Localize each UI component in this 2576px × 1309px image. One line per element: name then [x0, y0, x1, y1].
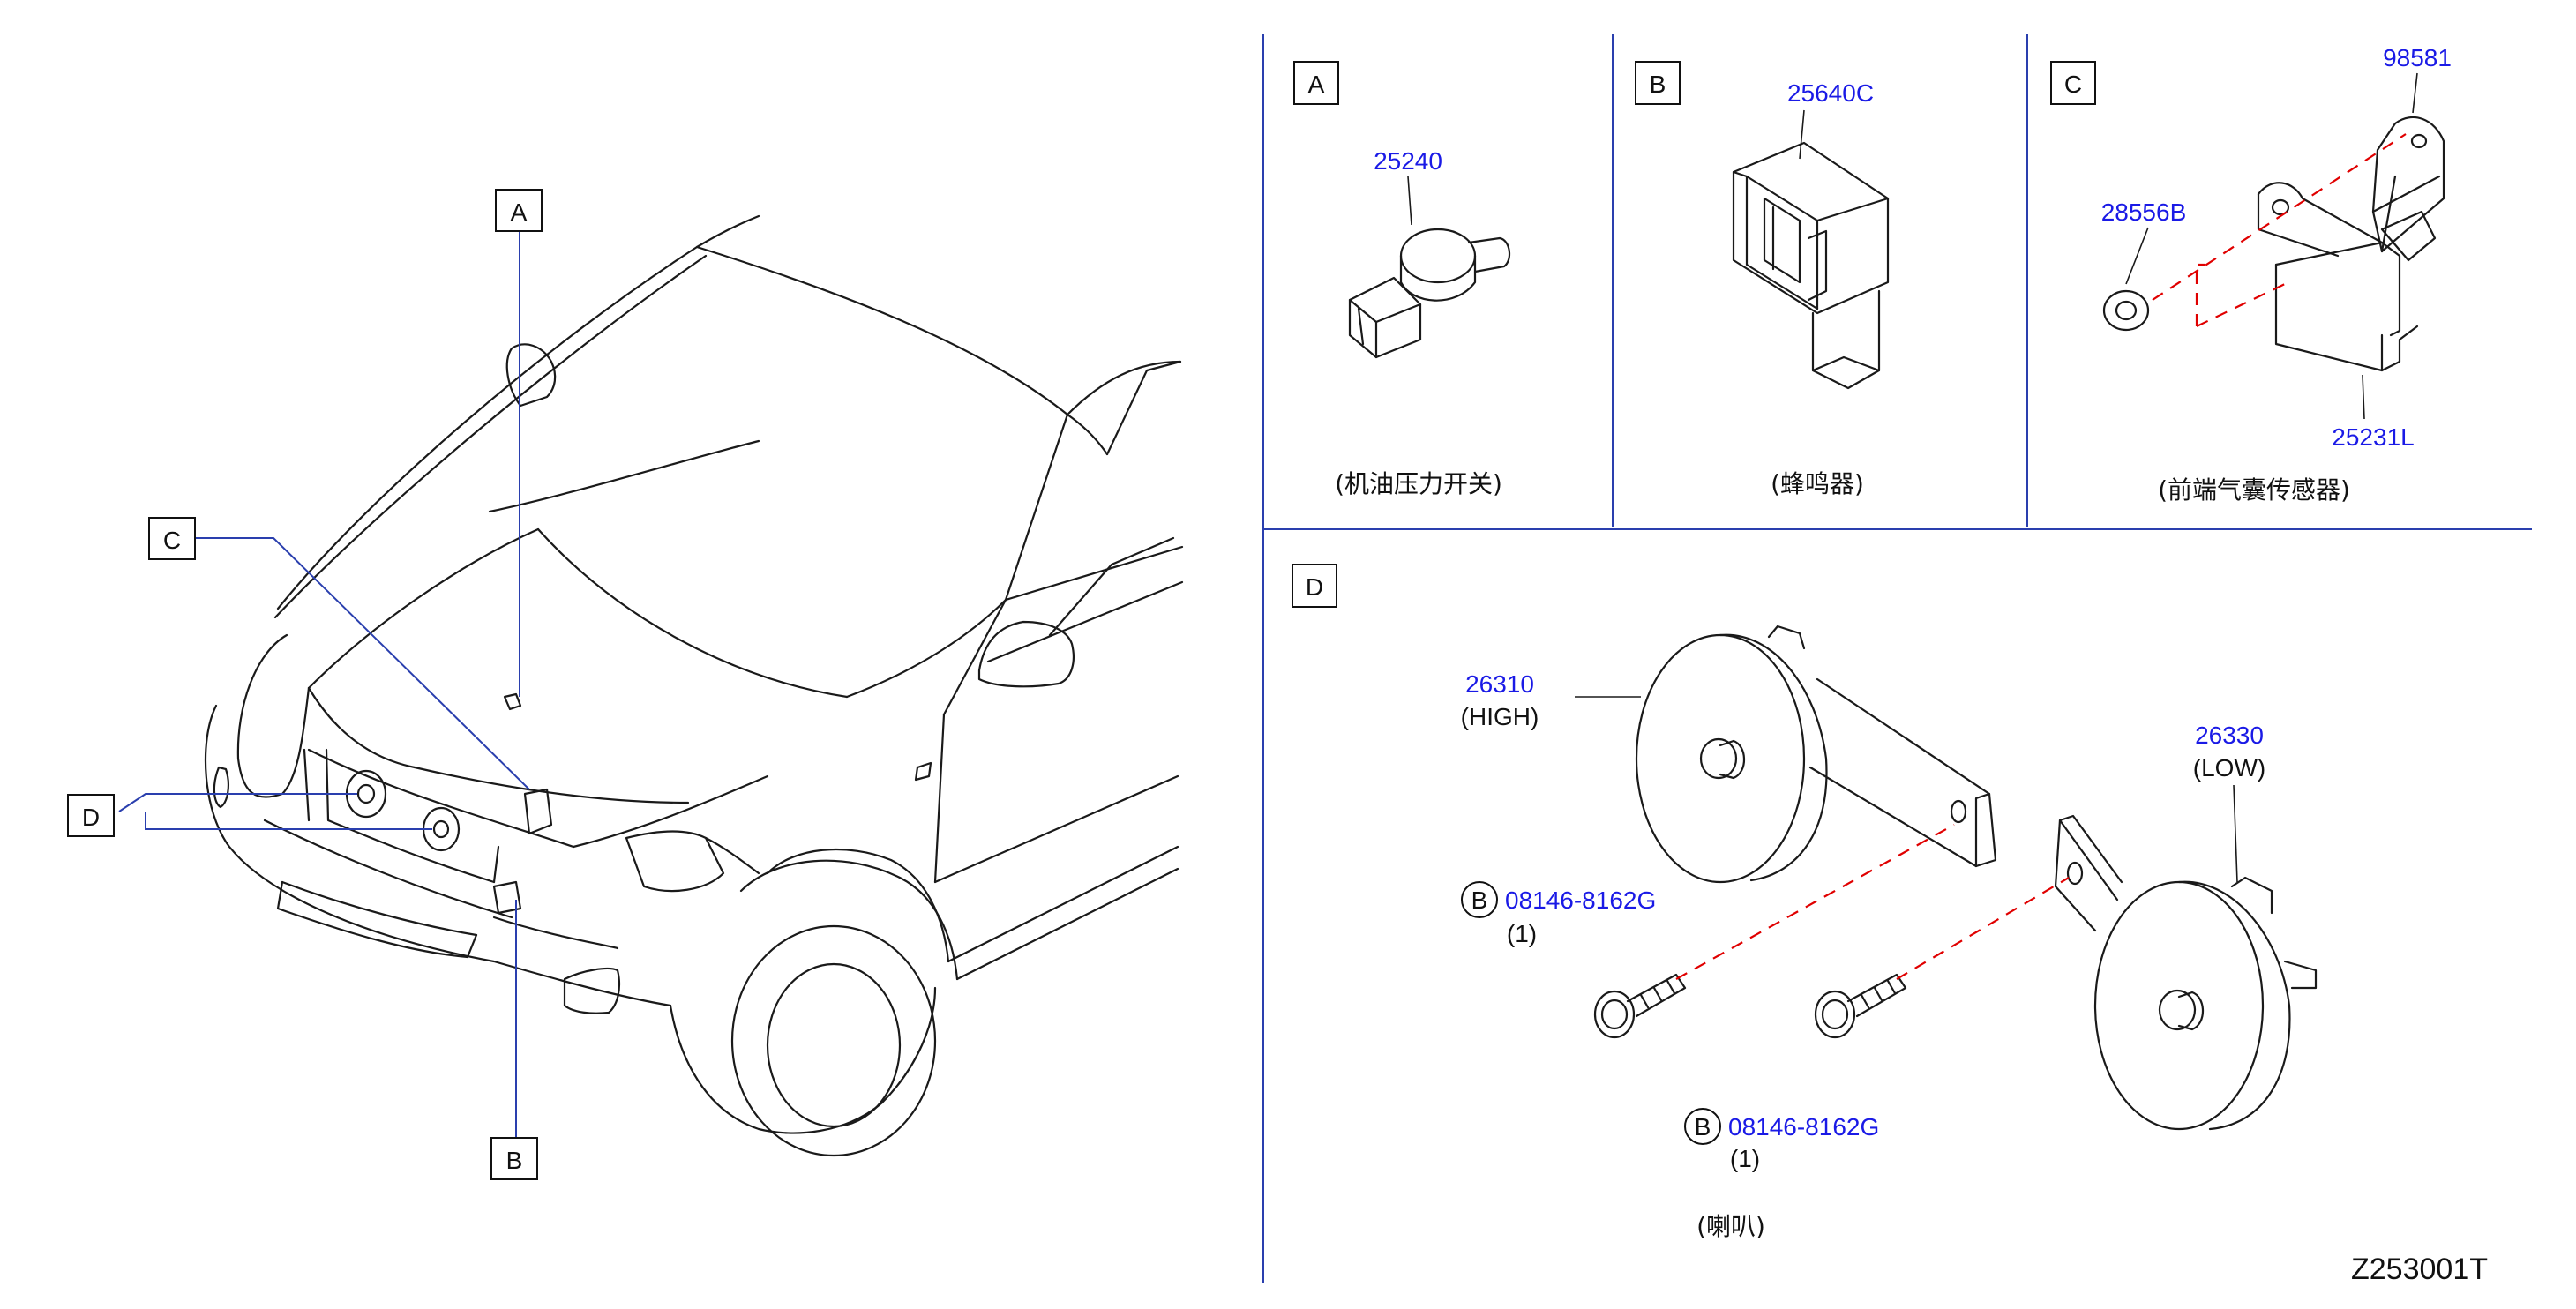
bolt-1-qty: (1) — [1507, 920, 1537, 947]
buzzer-mini — [492, 880, 522, 915]
panel-b-label: B — [1650, 71, 1666, 98]
callout-C-label: C — [163, 527, 181, 554]
panel-c-part-number-1: 98581 — [2383, 44, 2452, 71]
horn-high-drawing — [1635, 625, 1997, 884]
bolt-2-callout: B 08146-8162G (1) — [1684, 1108, 1879, 1172]
horn-high-part-number: 26310 — [1465, 670, 1534, 698]
buzzer-drawing — [1732, 141, 1890, 390]
bolt-2-part-number: 08146-8162G — [1728, 1113, 1879, 1141]
bolt-2-qty: (1) — [1730, 1145, 1760, 1172]
panel-a-label: A — [1308, 71, 1325, 98]
panel-a: A 25240 (机油压力开关) — [1293, 61, 1511, 498]
panel-c-part-number-2: 28556B — [2101, 198, 2187, 226]
bolt-1-drawing — [1593, 973, 1687, 1039]
sensor-mini — [523, 788, 553, 835]
panel-d-label: D — [1306, 573, 1323, 601]
panel-frames — [1262, 34, 2532, 1283]
panel-a-part-number: 25240 — [1374, 147, 1442, 175]
horn-low-part-number: 26330 — [2195, 722, 2264, 749]
callout-D: D — [67, 794, 115, 837]
bolt-1-callout: B 08146-8162G (1) — [1461, 881, 1656, 947]
bolt-1-part-number: 08146-8162G — [1505, 886, 1656, 914]
callout-B: B — [490, 1137, 538, 1180]
bolt-1-circle-label: B — [1471, 886, 1488, 914]
bolt-2-circle-label: B — [1695, 1113, 1711, 1141]
panel-c-caption: (前端气囊传感器) — [2158, 475, 2350, 505]
overview-leaders — [118, 231, 530, 1138]
panel-b-part-number: 25640C — [1787, 79, 1874, 107]
callout-C: C — [148, 517, 196, 560]
panel-c-part-number-3: 25231L — [2332, 423, 2414, 451]
panel-b-caption: (蜂鸣器) — [1771, 469, 1864, 498]
callout-A-label: A — [511, 198, 528, 226]
airbag-sensor-drawing — [2102, 116, 2445, 372]
panel-d: D 26310 (HIGH) 26330 (LOW) — [1292, 564, 2318, 1241]
bolt-2-drawing — [1814, 973, 1907, 1039]
horn-high-note: (HIGH) — [1461, 703, 1539, 730]
panel-d-caption: (喇叭) — [1696, 1212, 1765, 1241]
panel-a-caption: (机油压力开关) — [1335, 469, 1502, 498]
panel-c-label: C — [2064, 71, 2082, 98]
oil-pressure-switch-drawing — [1348, 228, 1511, 359]
callout-A: A — [495, 189, 543, 232]
horn-low-note: (LOW) — [2193, 754, 2265, 782]
figure-id: Z253001T — [2351, 1253, 2488, 1286]
horn-low-drawing — [2054, 814, 2318, 1131]
callout-B-label: B — [506, 1147, 523, 1174]
vehicle-drawing — [204, 214, 1184, 1157]
switch-mini — [503, 692, 522, 711]
callout-D-label: D — [82, 804, 100, 831]
panel-c: C 98581 28556B 25231L (前端气囊传感器) — [2050, 44, 2452, 505]
panel-b: B 25640C (蜂鸣器) — [1635, 61, 1890, 498]
